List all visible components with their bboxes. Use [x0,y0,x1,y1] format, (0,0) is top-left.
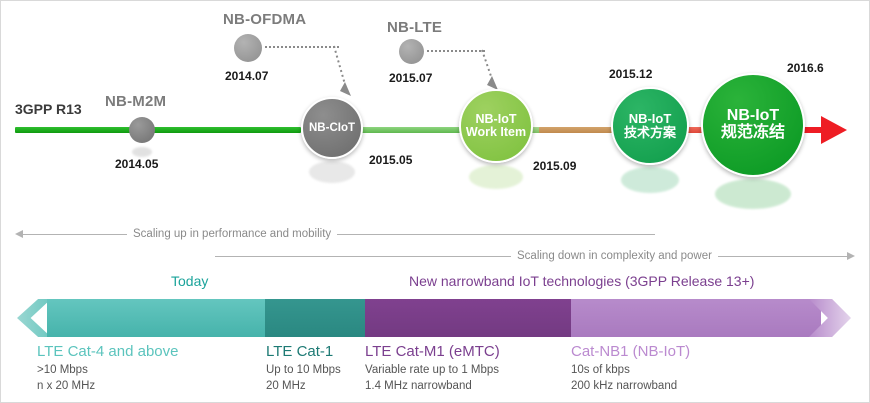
scaling-down-line-left [215,255,511,257]
connector-ofdma-arrow-icon [333,45,351,96]
timeline-arrow-icon [821,116,847,144]
milestone-node-nb-iot-spec-freeze[interactable]: NB-IoT 规范冻结 [701,73,805,177]
milestone-node-label-work-item-line1: NB-IoT [475,111,517,126]
tech-title-lte-cat1: LTE Cat-1 [266,343,334,360]
arrow-left-icon [15,230,23,238]
milestone-node-label-nb-ciot: NB-CIoT [309,121,355,134]
milestone-label-nb-lte: NB-LTE [387,19,443,36]
tech-rate-lte-cat-m1: Variable rate up to 1 Mbps [365,364,500,376]
arrow-right-icon [847,252,855,260]
milestone-node-nb-lte[interactable] [399,39,424,64]
scaling-up-line-left [23,233,127,235]
milestone-label-nb-m2m: NB-M2M [105,93,167,110]
tech-title-cat-nb1: Cat-NB1 (NB-IoT) [571,343,691,360]
reflection-nb-m2m [132,147,152,157]
bar-segment-lte-cat-m1[interactable] [365,299,571,337]
milestone-date-nb-m2m: 2014.05 [115,157,159,171]
technology-comparison-section: Today New narrowband IoT technologies (3… [1,269,869,403]
timeline-section: 3GPP R13 NB-M2M 2014.05 NB-OFDMA 2014.07… [1,1,869,211]
bar-segment-lte-cat4[interactable] [47,299,265,337]
bar-segment-cat-nb1[interactable] [571,299,821,337]
milestone-node-nb-iot-work-item[interactable]: NB-IoT Work Item [459,89,533,163]
bar-left-arrow-icon [17,299,51,337]
milestone-date-tech-scheme: 2015.12 [609,67,653,81]
tech-rate-lte-cat1: Up to 10 Mbps [266,364,341,376]
scaling-up-line-right [337,233,655,235]
milestone-node-label-tech-line1: NB-IoT [628,111,672,127]
milestone-node-nb-ofdma[interactable] [234,34,262,62]
milestone-node-nb-m2m[interactable] [129,117,155,143]
tech-title-lte-cat4: LTE Cat-4 and above [37,343,179,360]
milestone-node-label-tech-line2: 技术方案 [623,125,676,140]
scaling-annotations: Scaling up in performance and mobility S… [1,217,869,269]
milestone-node-label-freeze-line2: 规范冻结 [720,124,785,141]
timeline-segment-1 [15,127,301,133]
connector-lte-arrow-icon [481,49,498,90]
milestone-node-label-freeze-line1: NB-IoT [726,107,780,125]
timeline-segment-2 [353,127,465,133]
connector-ofdma-horizontal [265,46,339,48]
milestone-node-nb-iot-tech-scheme[interactable]: NB-IoT 技术方案 [611,87,689,165]
scaling-up-row: Scaling up in performance and mobility [15,223,655,245]
tech-column-lte-cat4: LTE Cat-4 and above >10 Mbps n x 20 MHz [37,343,178,394]
timeline-segment-4 [539,127,617,133]
reflection-tech-scheme [621,167,679,193]
tech-bandwidth-lte-cat1: 20 MHz [266,379,306,392]
scaling-down-line-right [717,255,847,257]
tech-column-cat-nb1: Cat-NB1 (NB-IoT) 10s of kbps 200 kHz nar… [571,343,690,394]
scaling-down-row: Scaling down in complexity and power [215,245,855,267]
scaling-up-label: Scaling up in performance and mobility [133,228,332,240]
timeline-start-label: 3GPP R13 [15,101,82,117]
milestone-date-nb-ofdma: 2014.07 [225,69,269,83]
tech-bandwidth-lte-cat4: n x 20 MHz [37,379,96,392]
milestone-node-label-work-item-line2: Work Item [465,125,527,139]
milestone-date-work-item: 2015.09 [533,159,577,173]
bar-segment-lte-cat1[interactable] [265,299,365,337]
connector-lte-horizontal [427,50,485,52]
milestone-date-nb-lte: 2015.07 [389,71,433,85]
tech-bandwidth-cat-nb1: 200 kHz narrowband [571,379,678,392]
bar-caption-new-technologies: New narrowband IoT technologies (3GPP Re… [409,273,755,289]
milestone-label-nb-ofdma: NB-OFDMA [223,11,307,28]
reflection-spec-freeze [715,179,791,209]
tech-rate-lte-cat4: >10 Mbps [37,364,88,376]
tech-column-lte-cat1: LTE Cat-1 Up to 10 Mbps 20 MHz [266,343,341,394]
reflection-work-item [469,165,523,189]
tech-bandwidth-lte-cat-m1: 1.4 MHz narrowband [365,379,472,392]
tech-rate-cat-nb1: 10s of kbps [571,364,630,376]
technology-bar [47,299,827,337]
reflection-nb-ciot [309,161,355,183]
scaling-down-label: Scaling down in complexity and power [517,250,712,262]
tech-title-lte-cat-m1: LTE Cat-M1 (eMTC) [365,343,500,360]
milestone-node-nb-ciot[interactable]: NB-CIoT [301,97,363,159]
milestone-date-nb-ciot: 2015.05 [369,153,413,167]
bar-caption-today: Today [171,273,209,289]
tech-column-lte-cat-m1: LTE Cat-M1 (eMTC) Variable rate up to 1 … [365,343,500,394]
milestone-date-spec-freeze: 2016.6 [787,61,824,75]
